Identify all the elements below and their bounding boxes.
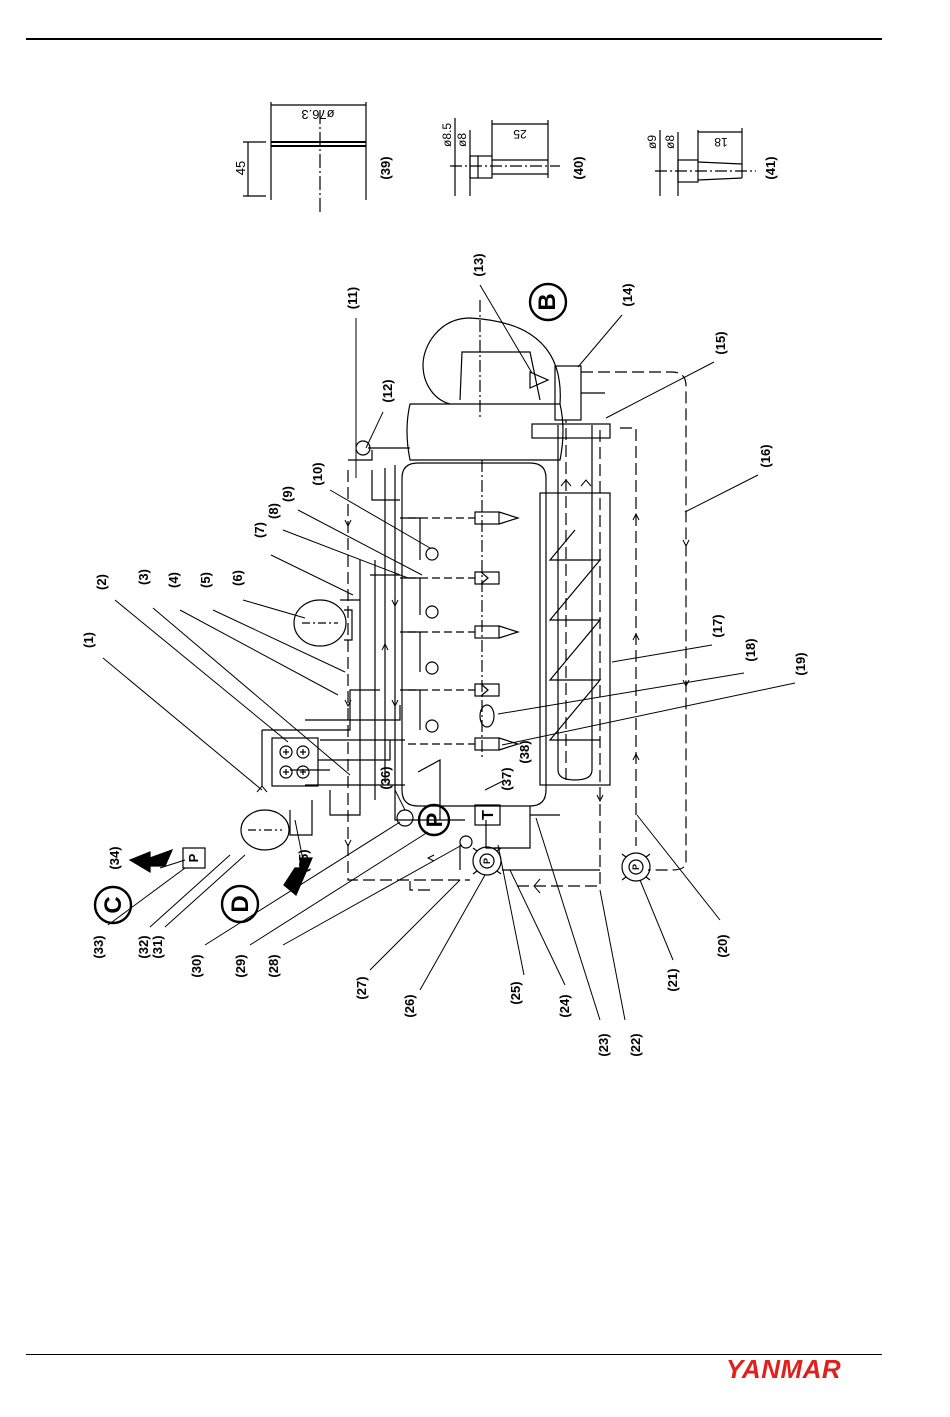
- callout-17: (17): [710, 614, 725, 637]
- callout-9: (9): [280, 486, 295, 502]
- mark-b: B: [534, 293, 561, 310]
- yanmar-logo: YANMAR: [726, 1354, 886, 1384]
- fitting-28: [460, 836, 472, 848]
- dim-41-inner: ø8: [663, 135, 677, 149]
- callout-18: (18): [743, 638, 758, 661]
- callout-5: (5): [198, 572, 213, 588]
- dim-40-length: 25: [513, 127, 527, 141]
- callout-20: (20): [715, 934, 730, 957]
- mark-c: C: [100, 896, 127, 913]
- detail-40-nipple: ø8.5 ø8 25: [440, 118, 560, 196]
- callout-31: (31): [150, 935, 165, 958]
- callout-8: (8): [266, 503, 281, 519]
- dim-41-length: 18: [714, 135, 728, 149]
- oil-cooler-block: [272, 738, 318, 786]
- dim-41-outer: ø9: [645, 135, 659, 149]
- callout-22: (22): [628, 1033, 643, 1056]
- callout-labels: (1) (2) (3) (4) (5) (6) (7) (8) (9) (10)…: [81, 156, 808, 1056]
- detail-39-pipe: ø76.3 45: [233, 102, 366, 212]
- callout-37: (37): [499, 767, 514, 790]
- dim-39-diameter: ø76.3: [301, 107, 334, 122]
- callout-6: (6): [230, 570, 245, 586]
- dim-40-inner: ø8: [455, 133, 469, 147]
- injector-4: [475, 684, 499, 696]
- pump-21-label: P: [631, 864, 641, 870]
- callout-38: (38): [517, 740, 532, 763]
- leader-lines: [103, 285, 795, 1020]
- callout-33: (33): [91, 935, 106, 958]
- callout-24: (24): [557, 994, 572, 1017]
- callout-23: (23): [596, 1033, 611, 1056]
- callout-41: (41): [763, 156, 778, 179]
- fitting-36: [397, 810, 413, 826]
- callout-32: (32): [136, 935, 151, 958]
- callout-4: (4): [166, 572, 181, 588]
- callout-1: (1): [81, 632, 96, 648]
- callout-7: (7): [252, 522, 267, 538]
- callout-26: (26): [402, 994, 417, 1017]
- drain-34: [130, 850, 172, 872]
- callout-35: (35): [296, 849, 311, 872]
- callout-13: (13): [471, 253, 486, 276]
- callout-34: (34): [107, 846, 122, 869]
- pump-26-label: P: [482, 858, 492, 864]
- callout-29: (29): [233, 954, 248, 977]
- callout-10: (10): [310, 462, 325, 485]
- thermostat-label: T: [480, 810, 497, 820]
- callout-28: (28): [266, 954, 281, 977]
- callout-2: (2): [94, 574, 109, 590]
- callout-40: (40): [571, 156, 586, 179]
- exhaust-elbow: [530, 366, 605, 420]
- callout-15: (15): [713, 331, 728, 354]
- callout-30: (30): [189, 954, 204, 977]
- callout-12: (12): [380, 379, 395, 402]
- callout-11: (11): [345, 287, 360, 309]
- callout-14: (14): [620, 283, 635, 306]
- injector-2: [475, 572, 499, 584]
- callout-16: (16): [758, 444, 773, 467]
- callout-39: (39): [378, 156, 393, 179]
- callout-19: (19): [793, 652, 808, 675]
- dim-39-length: 45: [233, 161, 248, 175]
- fuel-pump-label: P: [186, 853, 201, 862]
- detail-41-nipple: ø9 ø8 18: [645, 128, 756, 196]
- callout-25: (25): [508, 981, 523, 1004]
- callout-36: (36): [378, 766, 393, 789]
- pump-label-large: P: [422, 813, 447, 828]
- dim-40-outer: ø8.5: [440, 123, 454, 147]
- freshwater-piping: [262, 448, 600, 870]
- callout-3: (3): [136, 569, 151, 585]
- mark-d: D: [227, 895, 254, 912]
- callout-27: (27): [354, 976, 369, 999]
- callout-21: (21): [665, 968, 680, 991]
